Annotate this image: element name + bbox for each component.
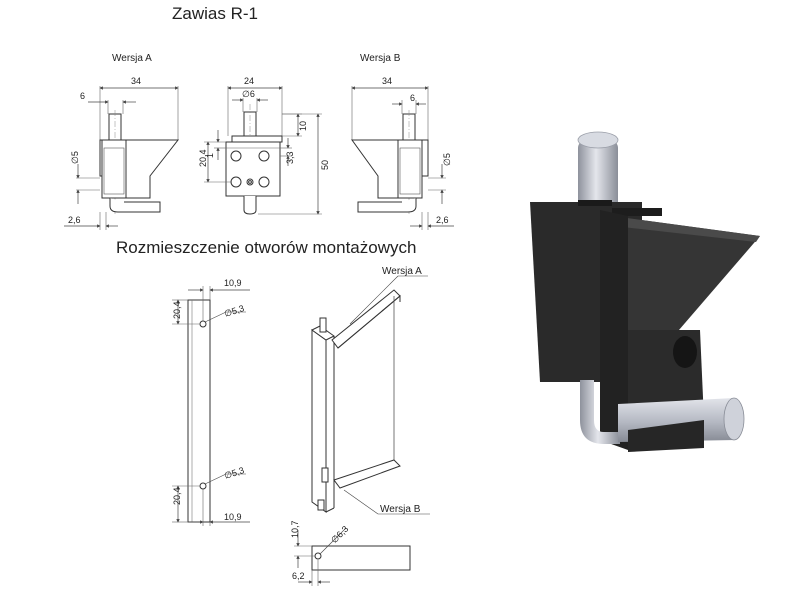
drawing-subtitle: Rozmieszczenie otworów montażowych bbox=[116, 238, 417, 257]
view-b-pin-offset-dim: 6 bbox=[410, 93, 415, 103]
view-b-drawing: Wersja B 34 6 ∅5 2,6 bbox=[351, 53, 454, 230]
mount-bottom-offset-dim: 20,4 bbox=[172, 487, 182, 505]
render-bent-pin bbox=[580, 380, 620, 444]
view-b-base-dim: 2,6 bbox=[436, 215, 449, 225]
view-a-label: Wersja A bbox=[112, 53, 152, 64]
drawing-title: Zawias R-1 bbox=[172, 4, 258, 23]
render-hopper bbox=[612, 216, 760, 352]
front-left-height-dim: 20,4 bbox=[198, 149, 208, 167]
mounting-isometric-drawing: Wersja A Wersja B bbox=[311, 266, 430, 515]
view-b-pin-dia-dim: ∅5 bbox=[442, 153, 452, 166]
mount-bottom-width-dim: 10,9 bbox=[224, 512, 242, 522]
view-a-pin-offset-dim: 6 bbox=[80, 91, 85, 101]
front-pin-dia-dim: ∅6 bbox=[242, 89, 255, 99]
view-front-drawing: 24 ∅6 10 bbox=[198, 76, 330, 215]
hinge-3d-render bbox=[530, 131, 760, 452]
mount-top-offset-dim: 20,4 bbox=[172, 301, 182, 319]
front-top-dim: 10 bbox=[298, 121, 308, 131]
render-nut bbox=[673, 336, 697, 368]
view-a-base-dim: 2,6 bbox=[68, 215, 81, 225]
front-inner-dim: 3,3 bbox=[285, 151, 295, 164]
view-a-width-dim: 34 bbox=[131, 76, 141, 86]
mount-hole-bottom-dim: ∅5,3 bbox=[223, 465, 245, 481]
mount-version-a-label: Wersja A bbox=[382, 266, 422, 277]
render-top-pin bbox=[578, 140, 618, 210]
detail-width-dim: 6,2 bbox=[292, 571, 305, 581]
mount-hole-top-dim: ∅5,3 bbox=[223, 303, 245, 319]
detail-hole-dim: ∅6,3 bbox=[329, 524, 350, 545]
detail-height-dim: 10,7 bbox=[290, 520, 300, 538]
view-b-width-dim: 34 bbox=[382, 76, 392, 86]
front-left-small-dim: 1 bbox=[205, 153, 215, 158]
mounting-detail-drawing: 6,2 10,7 ∅6,3 bbox=[290, 520, 411, 586]
front-height-dim: 50 bbox=[320, 160, 330, 170]
mount-version-b-label: Wersja B bbox=[380, 504, 421, 515]
view-a-pin-dia-dim: ∅5 bbox=[70, 151, 80, 164]
view-b-label: Wersja B bbox=[360, 53, 401, 64]
mounting-strip-drawing: 10,9 20,4 ∅5,3 ∅5,3 20,4 10,9 bbox=[172, 278, 250, 526]
mount-top-width-dim: 10,9 bbox=[224, 278, 242, 288]
front-width-dim: 24 bbox=[244, 76, 254, 86]
view-a-drawing: Wersja A 34 6 ∅5 bbox=[64, 53, 180, 230]
